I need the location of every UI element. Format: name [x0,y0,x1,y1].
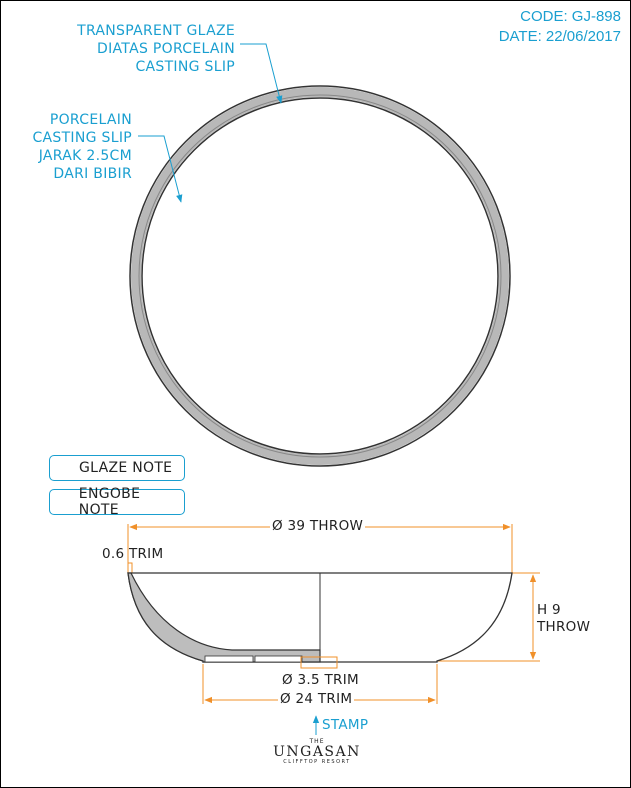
glaze-note-box: GLAZE NOTE [49,455,185,481]
rim-trim-mark [127,562,133,574]
glaze-annotation-line: TRANSPARENT GLAZE [77,23,235,39]
casting-annotation: PORCELAIN CASTING SLIP JARAK 2.5CM DARI … [10,111,132,183]
glaze-leader [240,43,283,104]
glaze-annotation: TRANSPARENT GLAZE DIATAS PORCELAIN CASTI… [40,22,235,76]
casting-annotation-line: PORCELAIN [49,112,132,128]
date-label: DATE: 22/06/2017 [498,28,621,45]
stamp-label: STAMP [322,717,369,733]
glaze-ring [131,87,509,465]
engobe-note-label: ENGOBE NOTE [78,486,141,518]
height-label-line1: H 9 [537,602,561,618]
throw-diameter-label: Ø 39 THROW [270,518,366,534]
inner-foot-label: Ø 3.5 TRIM [282,672,359,688]
casting-annotation-line: DARI BIBIR [53,166,132,182]
rim-trim-label: 0.6 TRIM [102,546,164,562]
logo-subtitle: CLIFFTOP RESORT [283,759,351,765]
glaze-annotation-line: DIATAS PORCELAIN [97,41,235,57]
foot-ring-left [204,655,254,663]
casting-leader [138,135,183,203]
foot-diameter-label: Ø 24 TRIM [278,691,355,707]
glaze-note-label: GLAZE NOTE [79,460,173,476]
height-label-line2: THROW [537,619,591,635]
ungasan-logo: THE UNGASAN CLIFFTOP RESORT [262,738,372,765]
casting-annotation-line: CASTING SLIP [32,130,132,146]
logo-name: UNGASAN [273,744,361,760]
logo-the: THE [309,738,325,745]
dim-inner-foot-mark [300,656,338,669]
top-view [129,85,511,467]
height-label: H 9 THROW [535,602,592,636]
foot-ring-right [254,655,303,663]
casting-annotation-line: JARAK 2.5CM [38,148,132,164]
cross-section [127,572,513,663]
engobe-note-box: ENGOBE NOTE [49,486,185,518]
glaze-ring-edge [138,94,502,458]
code-label: CODE: GJ-898 [520,8,621,25]
warning-icon [56,493,76,511]
warning-icon [56,459,76,477]
glaze-annotation-line: CASTING SLIP [135,59,235,75]
inner-well [141,97,499,455]
wall-section [127,572,321,663]
